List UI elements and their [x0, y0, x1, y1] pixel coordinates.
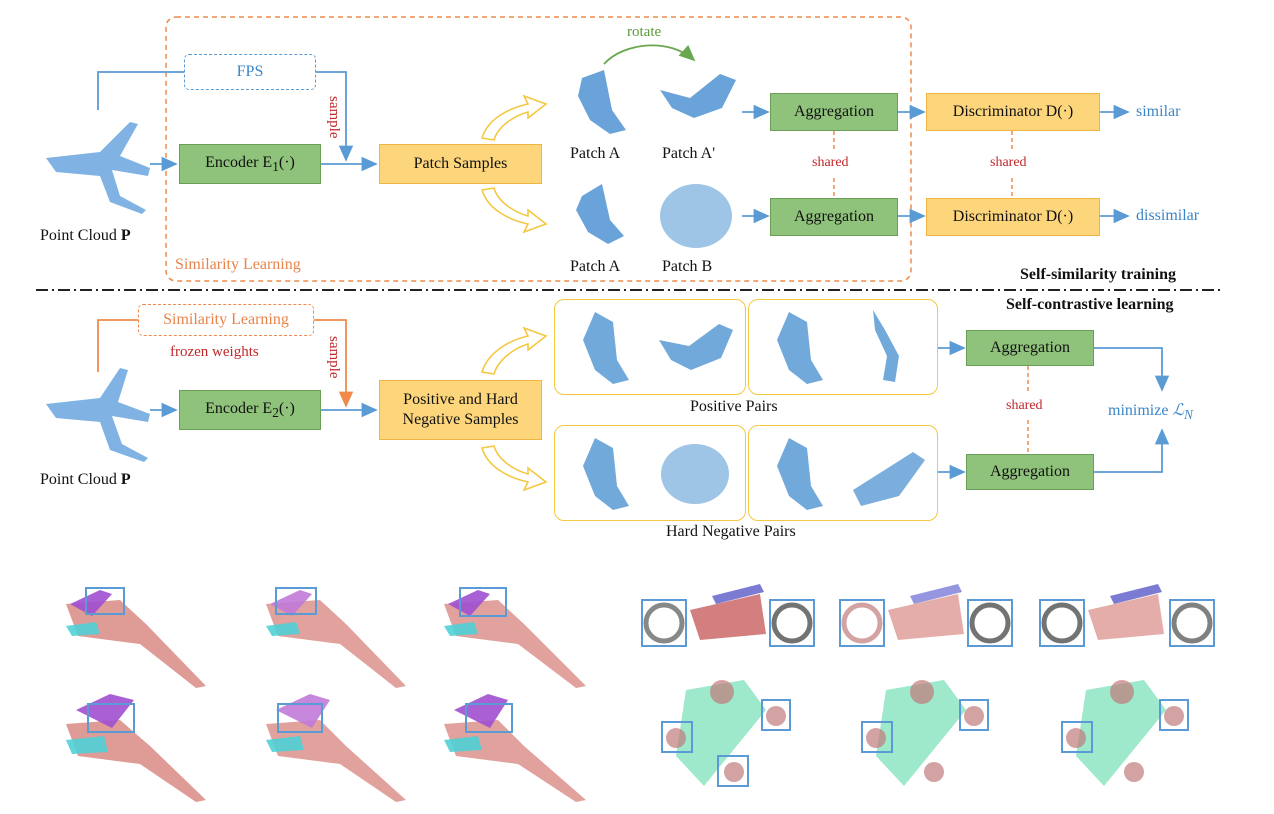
aggregation-bottom-1: Aggregation [966, 330, 1094, 366]
fps-path-arrow [97, 71, 184, 110]
fps-label: FPS [236, 63, 264, 80]
patch-b-label: Patch B [662, 258, 713, 275]
encoder1-label: Encoder E1(·) [205, 153, 295, 174]
self-contrastive-title: Self-contrastive learning [1006, 296, 1174, 313]
segmentation-results-grid [66, 584, 1215, 802]
patch-a-top-points [578, 70, 626, 134]
patch-a-prime-label: Patch A' [662, 145, 716, 162]
curve-arrow-up-bottom [480, 326, 548, 375]
encoder2-label: Encoder E2(·) [205, 399, 295, 420]
patch-a-prime-points [660, 74, 736, 118]
frozen-weights-label: frozen weights [170, 344, 259, 360]
rotate-arc-arrow [603, 44, 696, 65]
patch-a-label-bottom: Patch A [570, 258, 621, 275]
skateboard-result-c3 [1061, 680, 1189, 786]
sample-label-bottom: sample [326, 336, 342, 379]
encoder1-box: Encoder E1(·) [179, 144, 321, 184]
pos-hard-neg-label: Positive and Hard Negative Samples [402, 391, 519, 428]
similarity-learning-box-bottom: Similarity Learning [138, 304, 314, 336]
discriminator-top-1-label: Discriminator D(·) [952, 103, 1074, 120]
simlearn-to-sample-arrow [314, 319, 354, 408]
skateboard-result-c1 [661, 680, 791, 787]
discriminator-top-2-label: Discriminator D(·) [952, 208, 1074, 225]
patch-a-top2-points [576, 184, 624, 244]
hard-negative-pair-1-points [583, 438, 729, 510]
curve-arrow-up [480, 94, 548, 141]
similarity-learning-frame [165, 16, 912, 282]
airplane-result-r2c3 [444, 694, 586, 802]
skateboard-result-c2 [861, 680, 989, 786]
aggregation-top-1-label: Aggregation [794, 103, 874, 120]
shared-label-top-1: shared [812, 155, 849, 170]
aggregation-top-2: Aggregation [770, 198, 898, 236]
positive-pair-1-points [583, 312, 733, 384]
hard-negative-pair-panel-1 [554, 425, 746, 521]
self-similarity-title: Self-similarity training [1020, 266, 1176, 283]
airplane-point-cloud-top [46, 122, 150, 214]
encoder2-box: Encoder E2(·) [179, 390, 321, 430]
positive-pair-panel-1 [554, 299, 746, 395]
cloud-to-simlearn-line [97, 319, 138, 372]
motorbike-result-c2 [839, 584, 1013, 647]
agg-bottom-to-loss-arrow [1094, 428, 1170, 473]
shared-label-top-2: shared [990, 155, 1027, 170]
patch-samples-label: Patch Samples [413, 155, 508, 172]
motorbike-result-c3 [1039, 584, 1215, 647]
airplane-point-cloud-bottom [46, 368, 150, 462]
positive-pairs-label: Positive Pairs [690, 398, 778, 415]
agg-top-to-loss-arrow [1094, 347, 1170, 392]
pos-hard-neg-box: Positive and Hard Negative Samples [379, 380, 542, 440]
rotate-label: rotate [627, 24, 662, 40]
aggregation-top-1: Aggregation [770, 93, 898, 131]
point-cloud-label-bottom: Point Cloud P [40, 471, 131, 488]
similar-label: similar [1136, 103, 1181, 120]
minimize-loss-label: minimize ℒN [1108, 402, 1193, 423]
curve-arrow-down [480, 187, 548, 234]
positive-pair-2-points [777, 310, 899, 384]
discriminator-top-2: Discriminator D(·) [926, 198, 1100, 236]
hard-negative-pair-panel-2 [748, 425, 938, 521]
patch-samples-box: Patch Samples [379, 144, 542, 184]
aggregation-bottom-2: Aggregation [966, 454, 1094, 490]
point-cloud-label-top: Point Cloud P [40, 227, 131, 244]
positive-pair-panel-2 [748, 299, 938, 395]
patch-b-points [660, 184, 732, 248]
airplane-result-r2c1 [66, 694, 206, 802]
dissimilar-label: dissimilar [1136, 207, 1200, 224]
patch-a-label-top: Patch A [570, 145, 621, 162]
shared-label-bottom: shared [1006, 398, 1043, 413]
airplane-result-r1c3 [444, 587, 586, 688]
sample-label-top: sample [326, 96, 342, 139]
airplane-result-r1c1 [66, 587, 206, 688]
fps-box: FPS [184, 54, 316, 90]
airplane-result-r2c2 [266, 694, 406, 802]
similarity-learning-label-top: Similarity Learning [175, 256, 301, 273]
discriminator-top-1: Discriminator D(·) [926, 93, 1100, 131]
curve-arrow-down-bottom [480, 445, 548, 492]
airplane-result-r1c2 [266, 587, 406, 688]
motorbike-result-c1 [641, 584, 815, 647]
hard-negative-pairs-label: Hard Negative Pairs [666, 523, 796, 540]
fps-to-sample-arrow [316, 71, 354, 162]
similarity-learning-label-bottom: Similarity Learning [163, 311, 289, 328]
aggregation-top-2-label: Aggregation [794, 208, 874, 225]
aggregation-bottom-1-label: Aggregation [990, 339, 1070, 356]
hard-negative-pair-2-points [777, 438, 925, 510]
aggregation-bottom-2-label: Aggregation [990, 463, 1070, 480]
